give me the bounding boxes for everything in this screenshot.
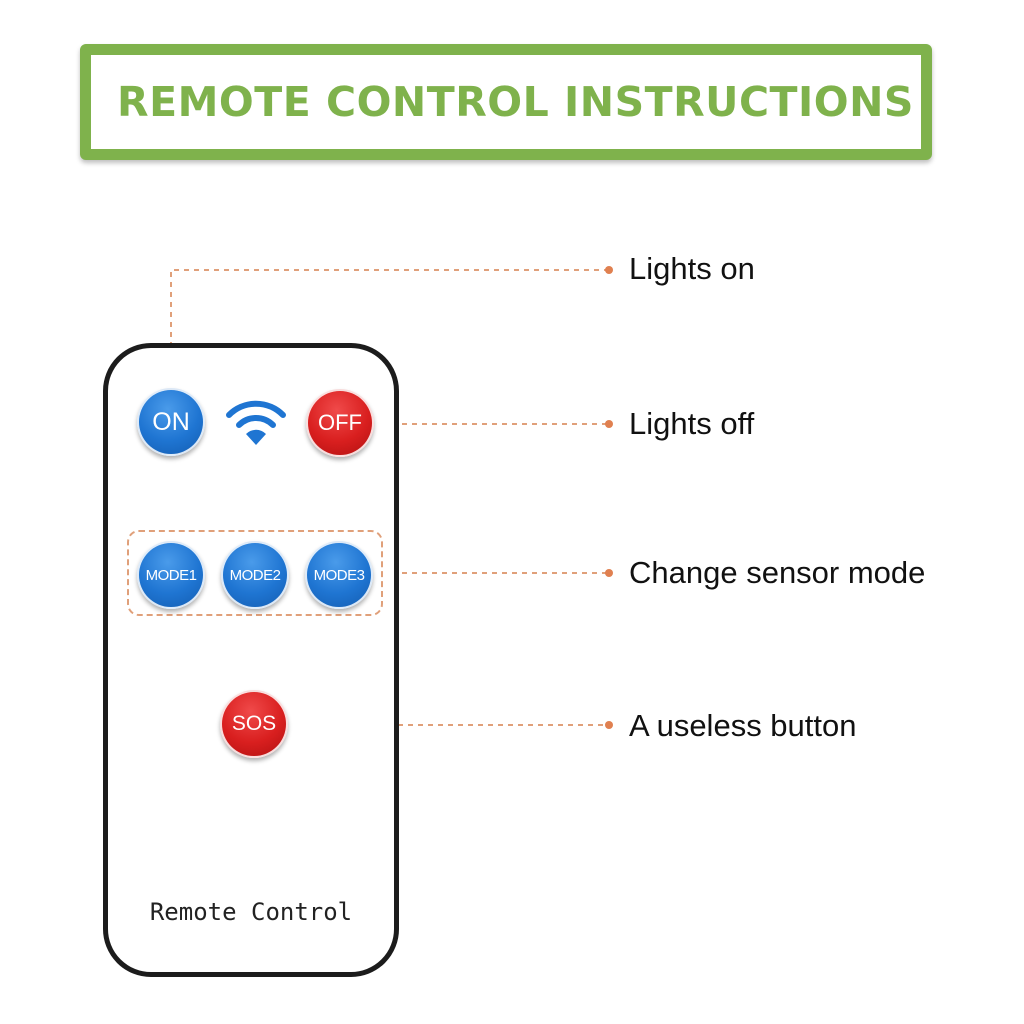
sos-button[interactable]: SOS xyxy=(220,690,288,758)
sos-button-label: SOS xyxy=(231,712,277,735)
wifi-icon xyxy=(226,400,286,445)
mode-button-group xyxy=(127,530,383,616)
mode1-button[interactable]: MODE1 xyxy=(137,541,205,609)
mode1-button-label: MODE1 xyxy=(145,566,197,584)
callout-change-mode: Change sensor mode xyxy=(629,555,926,590)
callout-useless-button: A useless button xyxy=(629,708,857,743)
off-button[interactable]: OFF xyxy=(306,389,374,457)
on-button[interactable]: ON xyxy=(137,388,205,456)
title-banner: REMOTE CONTROL INSTRUCTIONS xyxy=(80,44,932,160)
mode3-button-label: MODE3 xyxy=(313,566,365,584)
leader-dot-off-end xyxy=(605,420,613,428)
on-button-label: ON xyxy=(152,407,190,436)
leader-dot-on-end xyxy=(605,266,613,274)
callout-lights-on: Lights on xyxy=(629,251,755,286)
leader-dot-sos-end xyxy=(605,721,613,729)
callout-lights-off: Lights off xyxy=(629,406,755,441)
mode2-button-label: MODE2 xyxy=(229,566,281,584)
page-title: REMOTE CONTROL INSTRUCTIONS xyxy=(117,78,914,126)
mode3-button[interactable]: MODE3 xyxy=(305,541,373,609)
off-button-label: OFF xyxy=(318,410,362,435)
leader-dot-mode-end xyxy=(605,569,613,577)
remote-brand-label: Remote Control xyxy=(149,898,353,926)
mode2-button[interactable]: MODE2 xyxy=(221,541,289,609)
